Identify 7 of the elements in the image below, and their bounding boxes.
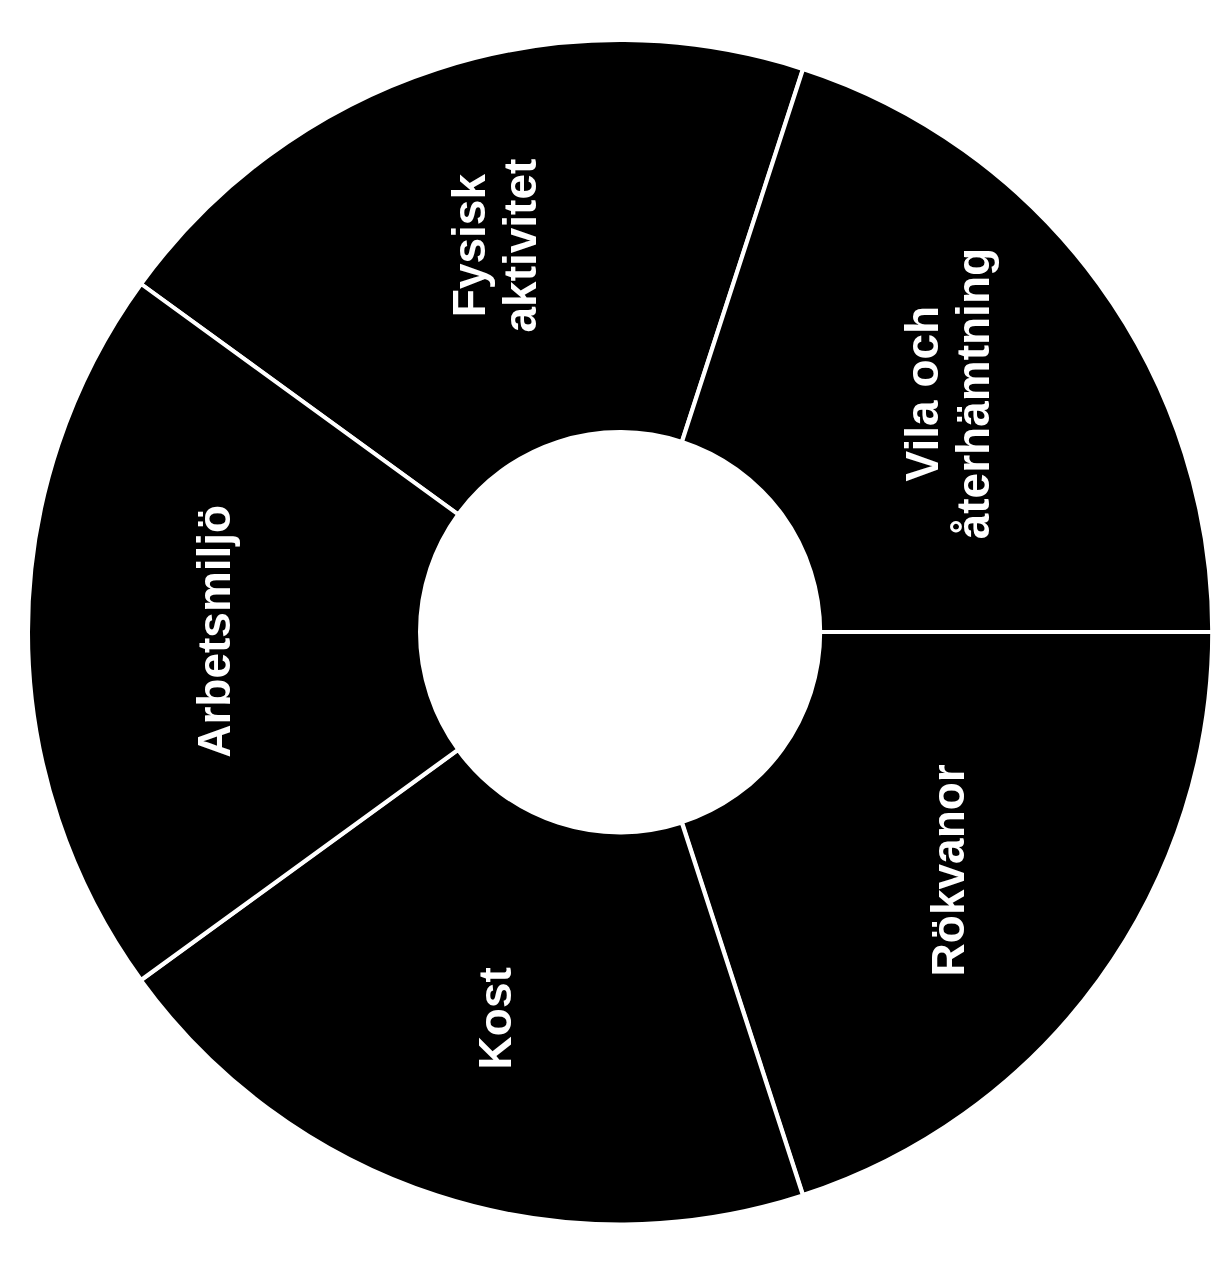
segment-label: Arbetsmiljö: [188, 504, 240, 761]
segment-label: Rökvanor: [923, 763, 974, 979]
segment-label: Vila och återhämtning: [897, 246, 1000, 542]
donut-segment: [681, 68, 1212, 632]
segment-label: Fysisk aktivitet: [443, 158, 546, 335]
donut-segment: [681, 632, 1212, 1195]
segment-label: Kost: [469, 965, 520, 1072]
